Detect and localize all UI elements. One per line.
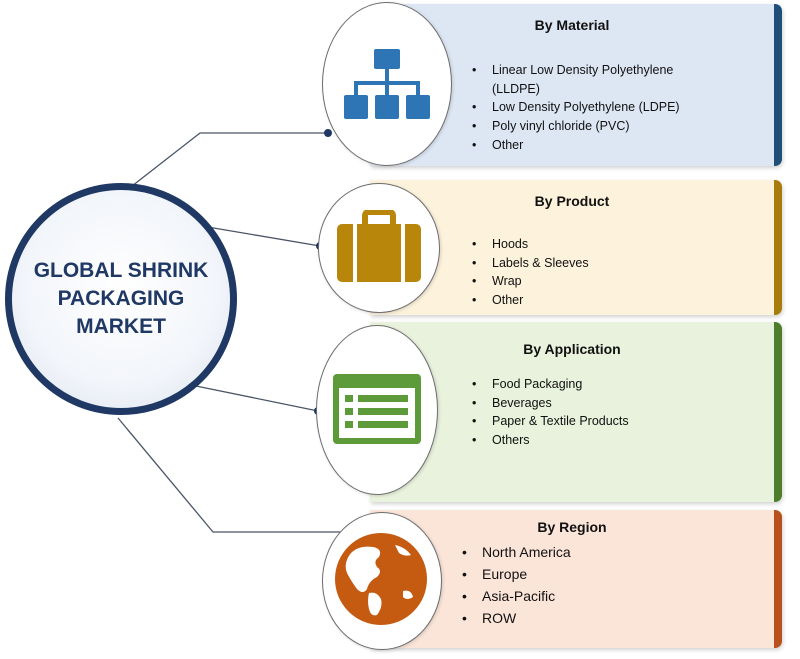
- hierarchy-icon: [344, 49, 430, 119]
- market-center-circle: GLOBAL SHRINK PACKAGING MARKET: [5, 183, 237, 415]
- segment-item: Wrap: [472, 272, 722, 291]
- segment-item-list: Linear Low Density Polyethylene (LLDPE) …: [472, 61, 722, 155]
- application-icon-circle: [316, 325, 438, 495]
- segment-item: Food Packaging: [472, 375, 722, 394]
- segment-item: ROW: [462, 607, 712, 629]
- region-icon-circle: [322, 512, 442, 650]
- market-title-line: GLOBAL SHRINK: [33, 259, 209, 282]
- segment-item: Europe: [462, 563, 712, 585]
- segment-item: Other: [472, 136, 722, 155]
- segment-item: Linear Low Density Polyethylene (LLDPE): [472, 61, 722, 98]
- segment-item: Poly vinyl chloride (PVC): [472, 117, 722, 136]
- segment-item: Labels & Sleeves: [472, 254, 722, 273]
- connector-product: [195, 224, 321, 247]
- connector-region: [117, 417, 346, 533]
- market-title-line: MARKET: [76, 315, 166, 338]
- market-title-line: PACKAGING: [57, 287, 185, 310]
- segment-item: Beverages: [472, 394, 722, 413]
- segment-item: North America: [462, 541, 712, 563]
- list-window-icon: [333, 374, 421, 444]
- connector-material: [117, 132, 328, 198]
- segment-title: By Material: [534, 17, 610, 33]
- segment-item-list: North America Europe Asia-Pacific ROW: [462, 541, 712, 629]
- segment-card-application: By Application Food Packaging Beverages …: [370, 322, 782, 502]
- material-icon-circle: [322, 2, 452, 166]
- connector-dot-material: [324, 129, 332, 137]
- connector-application: [195, 385, 319, 412]
- market-title: GLOBAL SHRINK PACKAGING MARKET: [26, 257, 216, 341]
- segment-item: Paper & Textile Products: [472, 412, 722, 431]
- segment-item: Others: [472, 431, 722, 450]
- briefcase-icon: [337, 210, 421, 282]
- segment-title: By Product: [534, 193, 610, 209]
- segment-title: By Application: [523, 341, 621, 357]
- segment-item: Hoods: [472, 235, 722, 254]
- segment-item: Low Density Polyethylene (LDPE): [472, 98, 722, 117]
- segment-item: Other: [472, 291, 722, 310]
- product-icon-circle: [318, 183, 440, 313]
- segment-item: Asia-Pacific: [462, 585, 712, 607]
- segment-title: By Region: [537, 519, 607, 535]
- globe-icon: [335, 533, 427, 625]
- segment-item-list: Food Packaging Beverages Paper & Textile…: [472, 375, 722, 450]
- segment-item-list: Hoods Labels & Sleeves Wrap Other: [472, 235, 722, 310]
